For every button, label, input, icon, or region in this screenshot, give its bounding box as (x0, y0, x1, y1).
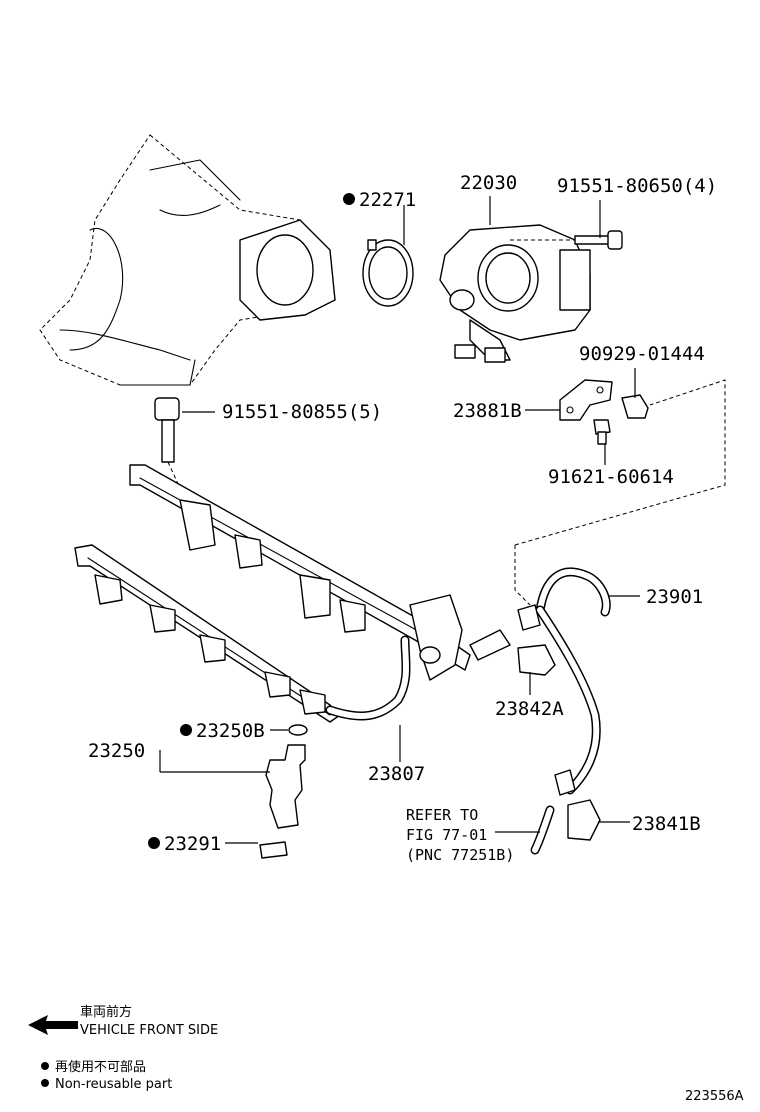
fuel-rail-lower (74, 544, 341, 723)
part-labels: 22271 22030 91551-80650(4) 90929-01444 2… (88, 172, 717, 864)
non-reusable-marker (180, 724, 192, 736)
fuel-tube-23901 (514, 379, 726, 796)
bolt-91551-80650 (510, 230, 623, 250)
label-23901: 23901 (646, 586, 703, 608)
label-91551-80650: 91551-80650(4) (557, 175, 717, 197)
refer-line2: FIG 77-01 (406, 826, 487, 844)
label-90929-01444: 90929-01444 (579, 343, 705, 365)
nonreuse-en: Non-reusable part (55, 1077, 172, 1092)
hose-end-refer (530, 805, 555, 855)
fuel-rail-upper (129, 464, 511, 681)
clip-23842a (517, 644, 556, 676)
legend: 車両前方 VEHICLE FRONT SIDE 再使用不可部品 Non-reus… (28, 1004, 218, 1092)
label-23250b: 23250B (196, 720, 265, 742)
refer-line1: REFER TO (406, 806, 478, 824)
label-22271: 22271 (359, 189, 416, 211)
intake-manifold-outline (39, 134, 336, 386)
front-side-en: VEHICLE FRONT SIDE (80, 1023, 218, 1038)
label-23842a: 23842A (495, 698, 564, 720)
arrow-left-icon (28, 1015, 78, 1035)
injector-23250 (259, 724, 308, 859)
front-side-jp: 車両前方 (80, 1004, 132, 1020)
clip-23841b (567, 799, 601, 841)
label-23807: 23807 (368, 763, 425, 785)
label-23841b: 23841B (632, 813, 701, 835)
non-reusable-marker (343, 193, 355, 205)
bracket-23881b (559, 379, 613, 421)
clip-90929-01444 (621, 394, 649, 419)
bolt-91551-80855 (154, 397, 191, 511)
label-23250: 23250 (88, 740, 145, 762)
label-91621-60614: 91621-60614 (548, 466, 674, 488)
non-reusable-marker (148, 837, 160, 849)
bolt-91621-60614 (593, 419, 611, 445)
refer-line3: (PNC 77251B) (406, 846, 514, 864)
fuel-hose-23807 (325, 635, 411, 721)
label-22030: 22030 (460, 172, 517, 194)
label-91551-80855: 91551-80855(5) (222, 401, 382, 423)
leader-lines (159, 196, 640, 844)
nonreuse-jp: 再使用不可部品 (55, 1059, 146, 1075)
bullet-icon (41, 1062, 49, 1070)
figure-id: 223556A (685, 1089, 744, 1104)
bullet-icon (41, 1079, 49, 1087)
label-23881b: 23881B (453, 400, 522, 422)
throttle-body-22030 (439, 224, 591, 363)
label-23291: 23291 (164, 833, 221, 855)
gasket-22271 (362, 239, 414, 307)
